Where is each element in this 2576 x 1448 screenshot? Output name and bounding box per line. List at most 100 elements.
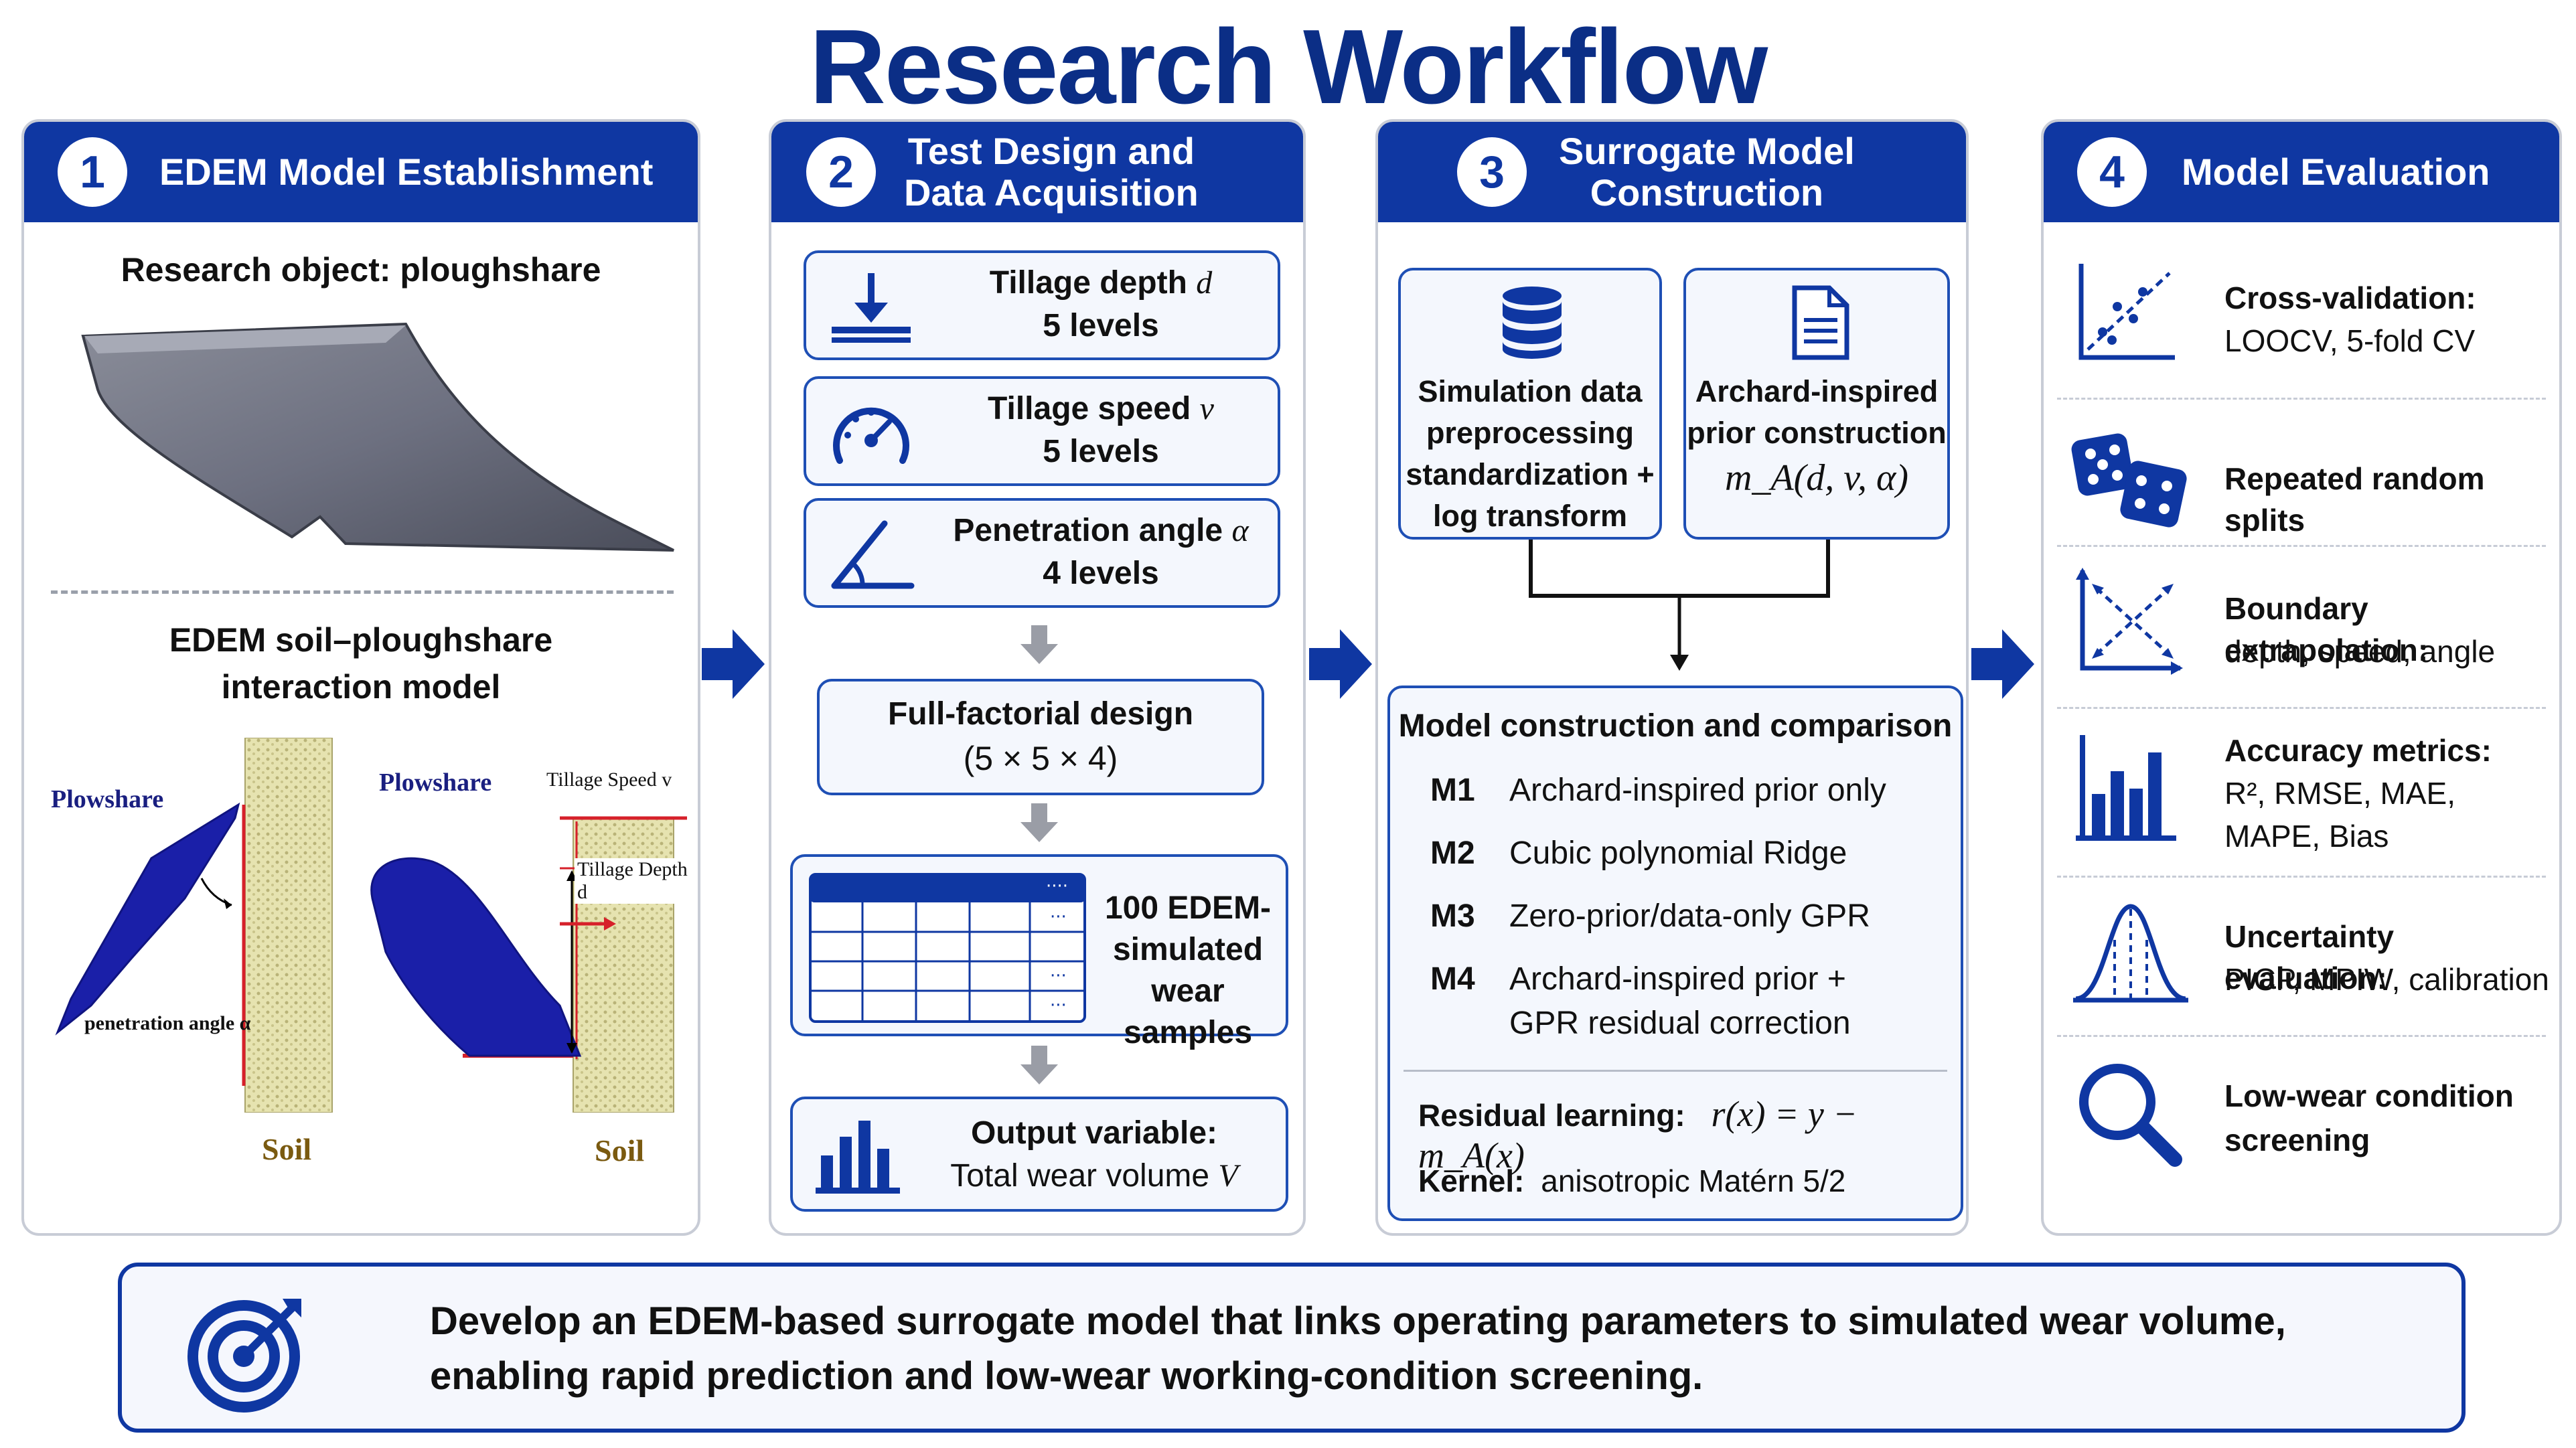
metrics-bar-chart-icon (2076, 735, 2176, 841)
flow-arrow-1 (702, 629, 765, 699)
factor-speed-name: Tillage speed (988, 391, 1191, 426)
model-id-m1: M1 (1430, 773, 1475, 808)
penetration-angle-label: penetration angle α (84, 1012, 251, 1034)
full-factorial-label: Full-factorial design (887, 696, 1194, 732)
factor-card-angle: Penetration angle α 4 levels (804, 498, 1280, 608)
model-text-m2: Cubic polynomial Ridge (1509, 835, 1847, 871)
factor-angle-name: Penetration angle (953, 513, 1223, 548)
eval-uncertainty-title: Uncertainty evaluation: (2224, 919, 2395, 995)
model-id-m3: M3 (1430, 898, 1475, 934)
dice-icon (2071, 433, 2187, 528)
samples-line-3: wear samples (1123, 973, 1253, 1050)
page-title: Research Workflow (809, 8, 1768, 126)
preprocessing-line-1: Simulation data (1418, 374, 1643, 408)
samples-card: ···· ··· ··· ··· 100 EDEM- simulated wea… (790, 854, 1288, 1050)
plowshare-label-right: Plowshare (379, 769, 492, 797)
model-text-m1: Archard-inspired prior only (1509, 773, 1886, 808)
scatter-plot-icon (2078, 264, 2175, 360)
factor-angle-symbol: α (1231, 513, 1249, 548)
kernel-label: Kernel: (1418, 1163, 1525, 1198)
interaction-model-label-1: EDEM soil–ploughshare (169, 621, 553, 659)
model-card-divider (1404, 1070, 1947, 1072)
data-table-icon: ···· ··· ··· ··· (809, 873, 1086, 1023)
factor-depth-levels: 5 levels (1043, 308, 1159, 343)
model-row-m1: M1 Archard-inspired prior only (1430, 771, 1886, 810)
panel-edem-model: 1 EDEM Model Establishment Research obje… (21, 119, 700, 1236)
output-variable-name: Total wear volume (950, 1158, 1210, 1194)
model-row-m4-line2: GPR residual correction (1509, 1005, 1851, 1041)
panel-2-header: 2 Test Design and Data Acquisition (771, 122, 1303, 222)
down-arrow-3 (1020, 1046, 1058, 1084)
panel-4-title: Model Evaluation (2182, 151, 2490, 193)
step-number-1: 1 (58, 137, 127, 207)
bar-chart-icon (816, 1121, 900, 1194)
soil-label-right: Soil (595, 1133, 645, 1168)
factor-speed-levels: 5 levels (1043, 434, 1159, 469)
preprocessing-line-3: standardization + (1406, 457, 1655, 491)
eval-cv-detail: LOOCV, 5-fold CV (2224, 323, 2476, 358)
extrapolation-icon (2076, 568, 2183, 675)
prior-line-1: Archard-inspired (1695, 374, 1939, 408)
panel-test-design: 2 Test Design and Data Acquisition Tilla… (769, 119, 1306, 1236)
model-text-m3: Zero-prior/data-only GPR (1509, 898, 1870, 934)
eval-divider-5 (2057, 1035, 2546, 1037)
preprocessing-card: Simulation data preprocessing standardiz… (1398, 268, 1662, 540)
factor-angle-levels: 4 levels (1043, 556, 1159, 591)
step-number-4: 4 (2077, 137, 2147, 207)
panel-2-title-2: Data Acquisition (904, 171, 1199, 214)
eval-uncertainty-detail: PICP, MPIW, calibration (2224, 962, 2549, 997)
eval-metrics-detail-2: MAPE, Bias (2224, 819, 2389, 854)
down-arrow-1 (1020, 625, 1058, 664)
panel-2-title-1: Test Design and (907, 130, 1195, 172)
eval-extrapolation-title: Boundary extrapolation: (2224, 591, 2429, 667)
prior-formula: m_A(d, v, α) (1724, 457, 1909, 499)
interaction-model-label-2: interaction model (221, 668, 501, 706)
eval-divider-4 (2057, 876, 2546, 878)
plowshare-label-left: Plowshare (51, 785, 164, 813)
output-variable-label: Output variable: (970, 1115, 1218, 1151)
eval-screening-detail: screening (2224, 1123, 2370, 1157)
factor-depth-name: Tillage depth (989, 265, 1187, 301)
preprocessing-line-4: log transform (1432, 499, 1628, 533)
svg-text:···: ··· (1050, 907, 1067, 927)
goal-line-1: Develop an EDEM-based surrogate model th… (430, 1299, 2286, 1343)
gauge-icon (833, 407, 909, 464)
factor-card-depth: Tillage depth d 5 levels (804, 250, 1280, 360)
down-arrow-2 (1020, 803, 1058, 842)
magnifier-icon (2079, 1064, 2182, 1167)
residual-formula: r(x) = y − m_A(x) (1418, 1094, 1858, 1176)
full-factorial-dims: (5 × 5 × 4) (963, 740, 1118, 777)
bell-curve-icon (2073, 904, 2188, 1003)
target-icon (187, 1299, 301, 1413)
factor-depth-symbol: d (1196, 265, 1213, 301)
angle-icon (831, 520, 915, 589)
soil-label-left: Soil (262, 1132, 312, 1166)
database-icon (1503, 287, 1562, 359)
full-factorial-card: Full-factorial design (5 × 5 × 4) (817, 679, 1264, 795)
eval-divider-2 (2057, 545, 2546, 547)
factor-card-speed: Tillage speed v 5 levels (804, 376, 1280, 486)
goal-banner: Develop an EDEM-based surrogate model th… (118, 1263, 2466, 1433)
eval-metrics-detail: R², RMSE, MAE, (2224, 776, 2456, 811)
model-row-m3: M3 Zero-prior/data-only GPR (1430, 897, 1870, 936)
eval-divider-3 (2057, 707, 2546, 709)
penetration-angle-schematic (55, 738, 333, 1113)
samples-line-2: simulated (1112, 932, 1264, 967)
flow-arrow-2 (1309, 629, 1372, 699)
panel-3-header: 3 Surrogate Model Construction (1378, 122, 1966, 222)
flow-arrow-3 (1971, 629, 2034, 699)
samples-line-1: 100 EDEM- (1104, 890, 1272, 926)
tillage-depth-label: Tillage Depth d (575, 858, 698, 904)
goal-line-2: enabling rapid prediction and low-wear w… (430, 1354, 1703, 1398)
kernel-value: anisotropic Matérn 5/2 (1541, 1163, 1846, 1198)
panel-model-evaluation: 4 Model Evaluation Cross-validation: LOO… (2041, 119, 2562, 1236)
factor-speed-symbol: v (1199, 391, 1214, 426)
step-number-2: 2 (806, 137, 876, 207)
step-number-3: 3 (1457, 137, 1527, 207)
tillage-speed-label: Tillage Speed v (546, 769, 672, 791)
eval-extrapolation-detail: depth, speed, angle (2224, 634, 2496, 669)
panel-1-header: 1 EDEM Model Establishment (24, 122, 698, 222)
model-id-m4: M4 (1430, 961, 1475, 997)
